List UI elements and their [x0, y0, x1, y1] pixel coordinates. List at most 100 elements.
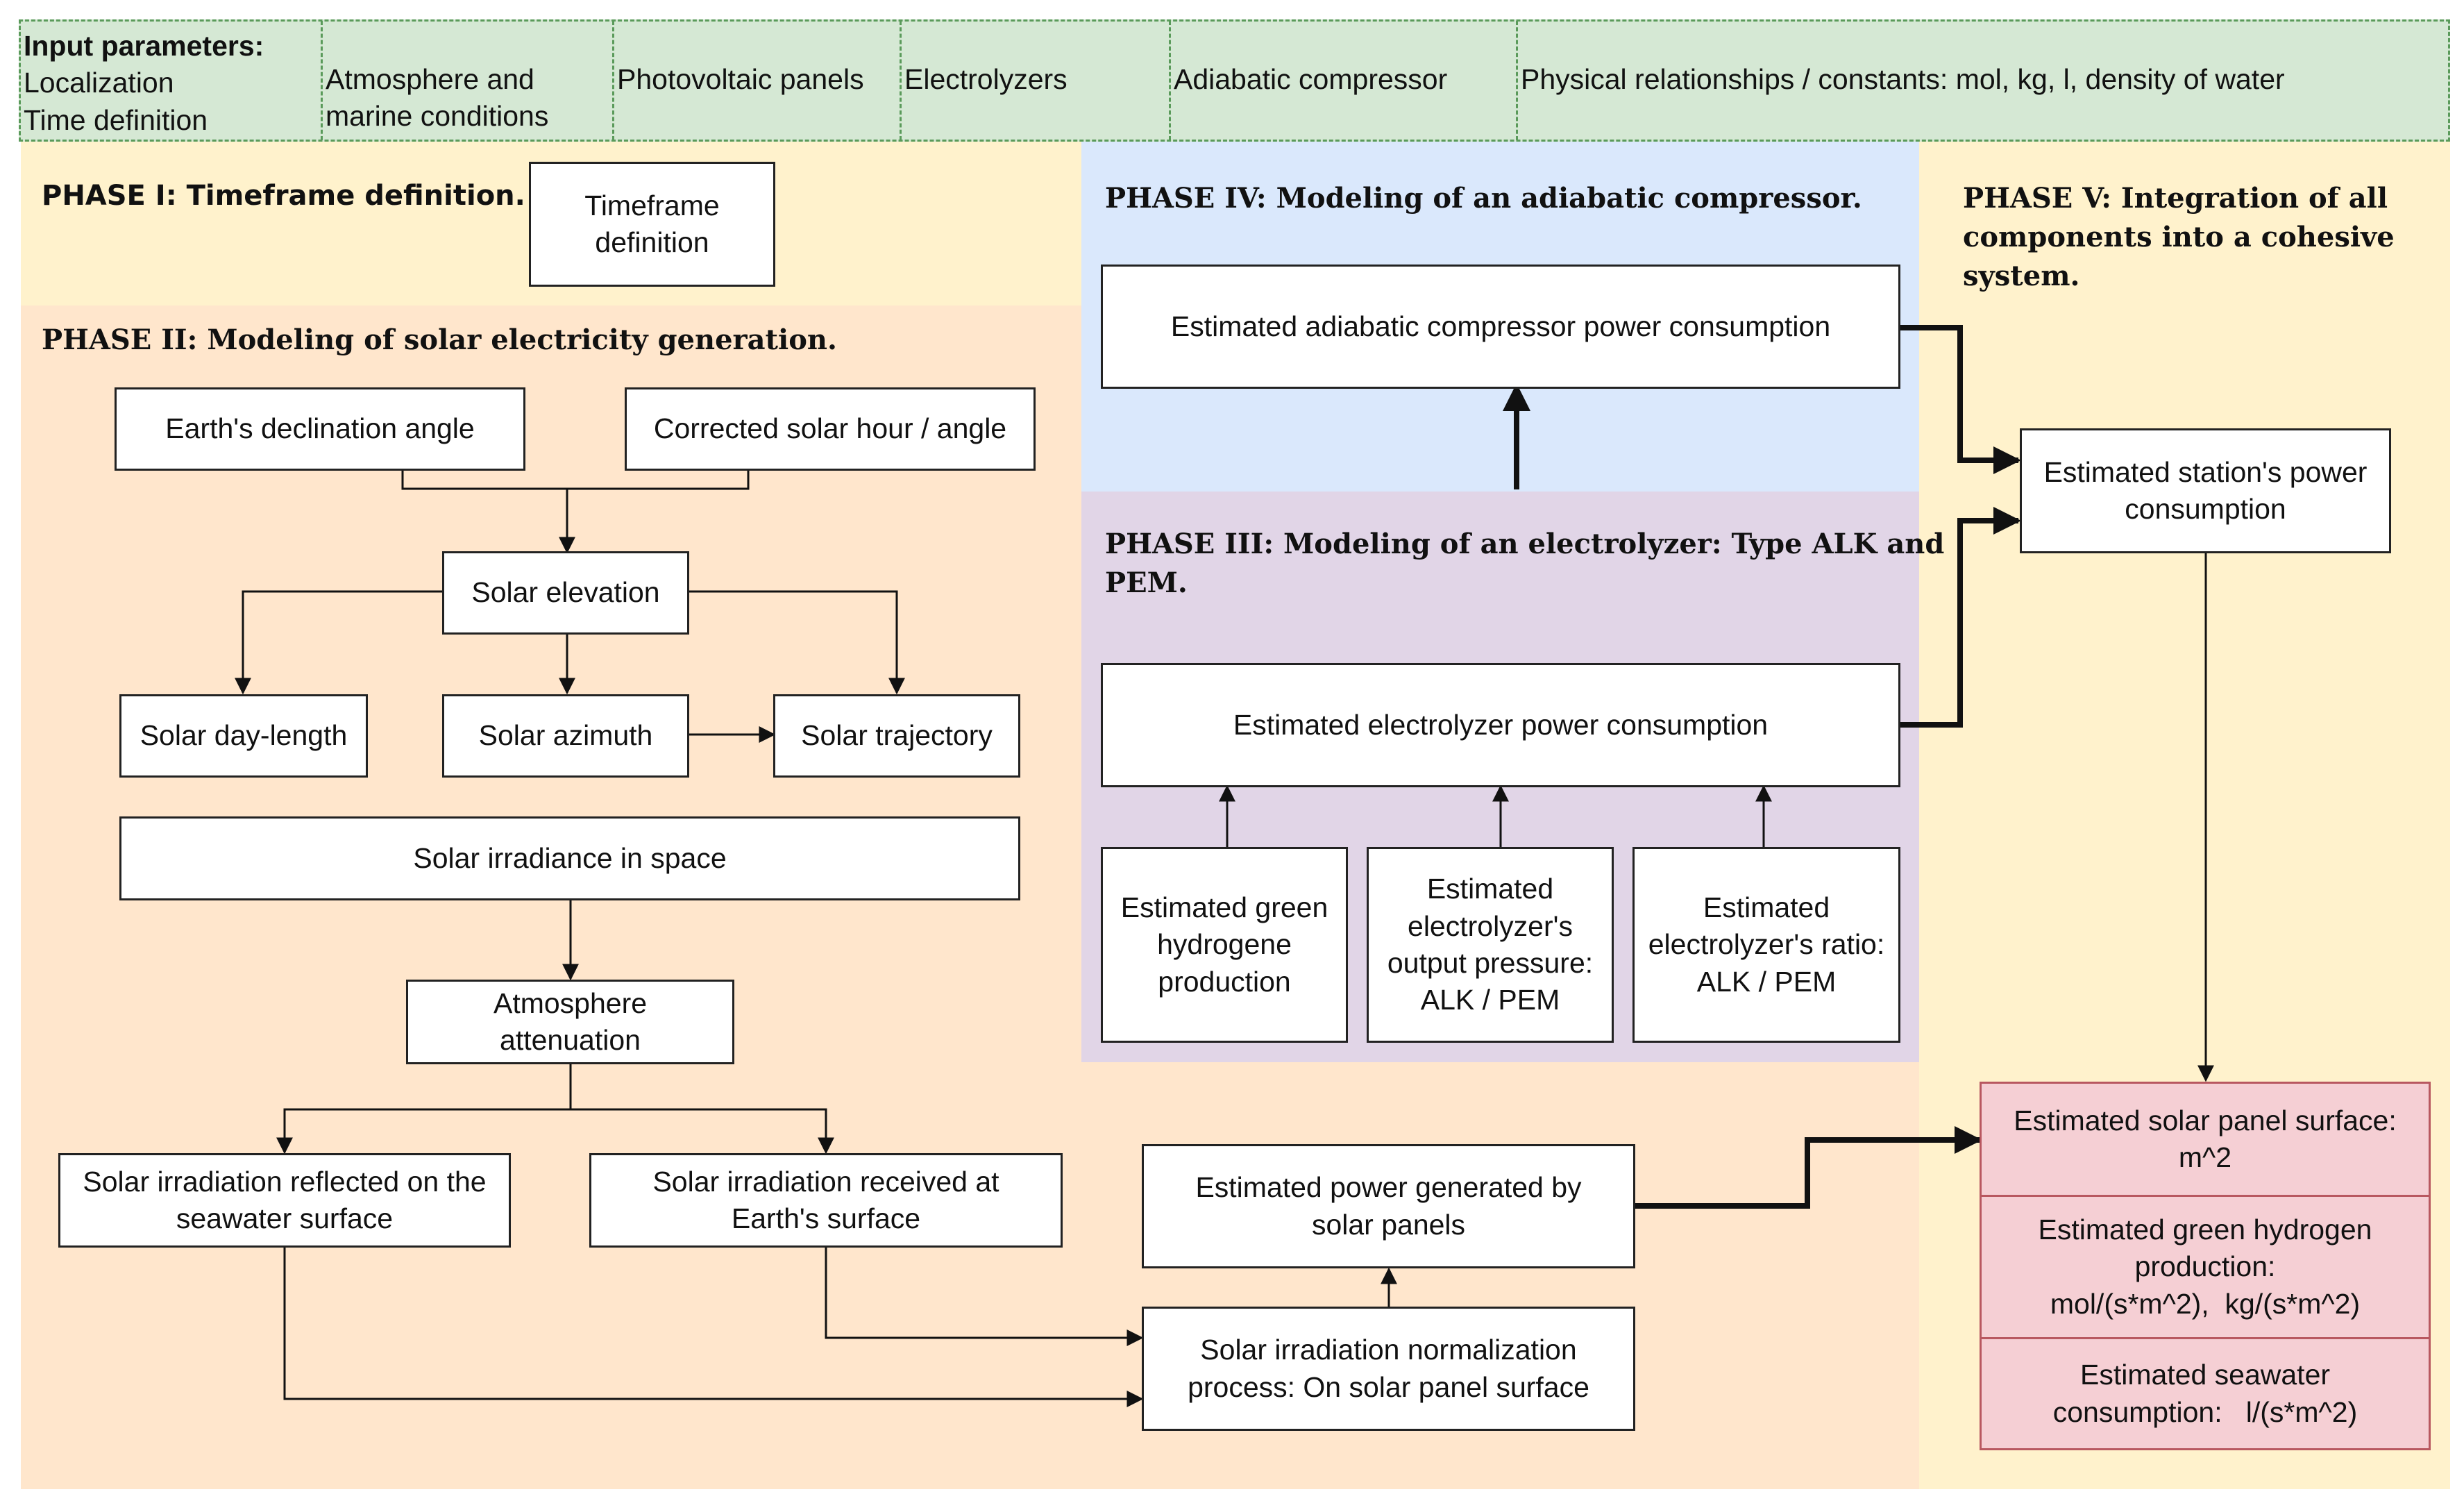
input-col-photovoltaic: Photovoltaic panels [612, 21, 900, 140]
normalization-line1: Solar irradiation normalization [1200, 1334, 1577, 1366]
arrow-received-to-normalization [825, 1247, 1144, 1346]
output-green-hydrogen-box: Estimated green hydrogen production: mol/(… [1980, 1195, 2431, 1339]
seawater-line2: consumption: l/(s*m^2) [2052, 1395, 2358, 1428]
panel-surface-line2: m^2 [2178, 1141, 2232, 1173]
hydrogen-line3: mol/(s*m^2), kg/(s*m^2) [2050, 1287, 2361, 1320]
elevation-text: Solar elevation [471, 576, 660, 609]
phase3-title-line2: PEM. [1105, 567, 1188, 599]
input-physical: Physical relationships / constants: mol,… [1521, 63, 2285, 95]
phase5-title-line3: system. [1963, 260, 2080, 292]
input-electrolyzers: Electrolyzers [904, 63, 1068, 95]
arrow-compressor-to-station [1900, 325, 2021, 474]
arrow-elevation-to-daylength [235, 590, 443, 695]
hydrogen-line2: production: [2134, 1250, 2276, 1283]
input-col-electrolyzers: Electrolyzers [900, 21, 1169, 140]
hydrogen-line1: Estimated green hydrogen [2038, 1214, 2372, 1246]
green-h-line3: production [1158, 965, 1291, 998]
green-h-line2: hydrogene [1157, 928, 1292, 961]
arrow-to-received [571, 1108, 834, 1155]
input-heading: Input parameters: [24, 30, 264, 62]
pressure-line3: output pressure: [1387, 947, 1594, 979]
input-time-definition: Time definition [24, 103, 208, 136]
input-localization: Localization [24, 67, 174, 99]
input-parameters-region [19, 19, 2450, 142]
input-photovoltaic: Photovoltaic panels [617, 63, 864, 95]
compressor-power-box: Estimated adiabatic compressor power con… [1101, 265, 1900, 389]
normalization-line2: process: On solar panel surface [1188, 1370, 1589, 1403]
panel-surface-line1: Estimated solar panel surface: [2014, 1104, 2397, 1136]
connector-atmosphere-split [276, 1064, 572, 1155]
station-line1: Estimated station's power [2043, 455, 2368, 488]
ratio-line3: ALK / PEM [1696, 965, 1837, 998]
input-col-general: Input parameters: Localization Time defi… [21, 21, 321, 140]
green-h-line1: Estimated green [1120, 891, 1328, 924]
phase2-title: PHASE II: Modeling of solar electricity … [42, 324, 837, 356]
pressure-line4: ALK / PEM [1420, 984, 1560, 1016]
phase1-title: PHASE I: Timeframe definition. [42, 180, 525, 212]
atmosphere-line2: attenuation [500, 1024, 641, 1056]
pressure-line2: electrolyzer's [1408, 909, 1573, 942]
solar-day-length-box: Solar day-length [119, 694, 368, 778]
reflected-line2: seawater surface [176, 1202, 394, 1234]
received-line2: Earth's surface [731, 1202, 921, 1234]
timeframe-line2: definition [595, 226, 709, 258]
pressure-line1: Estimated [1426, 873, 1554, 905]
power-generated-box: Estimated power generated by solar panels [1142, 1144, 1635, 1268]
solar-elevation-box: Solar elevation [442, 551, 689, 635]
irradiation-received-box: Solar irradiation received at Earth's sur… [589, 1153, 1063, 1248]
compressor-power-text: Estimated adiabatic compressor power con… [1170, 310, 1831, 342]
phase4-title: PHASE IV: Modeling of an adiabatic compr… [1105, 182, 1862, 215]
phase4-label: PHASE IV: Modeling of an adiabatic compr… [1105, 179, 1862, 218]
input-atmosphere-line1: Atmosphere and [326, 63, 534, 95]
station-power-box: Estimated station's power consumption [2020, 428, 2391, 553]
input-atmosphere-line2: marine conditions [326, 100, 549, 133]
timeframe-definition-box: Timeframe definition [529, 162, 775, 287]
connector-declination-to-elevation [401, 469, 750, 490]
green-hydrogen-box: Estimated green hydrogene production [1101, 847, 1348, 1043]
output-panel-surface-box: Estimated solar panel surface: m^2 [1980, 1082, 2431, 1197]
phase5-title-line1: PHASE V: Integration of all [1963, 182, 2388, 215]
solar-azimuth-box: Solar azimuth [442, 694, 689, 778]
day-length-text: Solar day-length [140, 719, 348, 752]
power-gen-line2: solar panels [1311, 1208, 1466, 1241]
phase3-title-line1: PHASE III: Modeling of an electrolyzer: … [1105, 528, 1945, 560]
phase5-title-line2: components into a cohesive [1963, 221, 2395, 253]
input-compressor: Adiabatic compressor [1174, 63, 1448, 95]
phase1-label: PHASE I: Timeframe definition. [42, 176, 525, 215]
arrow-elevation-to-trajectory [689, 590, 905, 695]
solar-trajectory-box: Solar trajectory [773, 694, 1020, 778]
phase3-label: PHASE III: Modeling of an electrolyzer: … [1105, 525, 1944, 603]
phase2-label: PHASE II: Modeling of solar electricity … [42, 321, 837, 360]
trajectory-text: Solar trajectory [801, 719, 993, 752]
ratio-line2: electrolyzer's ratio: [1648, 928, 1885, 961]
irradiance-space-text: Solar irradiance in space [413, 841, 727, 874]
seawater-line1: Estimated seawater [2079, 1359, 2331, 1391]
timeframe-line1: Timeframe [584, 189, 720, 221]
solar-irradiance-space-box: Solar irradiance in space [119, 816, 1020, 900]
corrected-solar-hour-box: Corrected solar hour / angle [625, 387, 1036, 471]
station-line2: consumption [2125, 493, 2286, 525]
atmosphere-line1: Atmosphere [493, 987, 648, 1019]
arrow-reflected-to-normalization [283, 1247, 1144, 1407]
declination-angle-box: Earth's declination angle [115, 387, 525, 471]
ratio-line1: Estimated [1703, 891, 1830, 924]
output-seawater-box: Estimated seawater consumption: l/(s*m^2) [1980, 1337, 2431, 1450]
azimuth-text: Solar azimuth [478, 719, 653, 752]
received-line1: Solar irradiation received at [652, 1165, 999, 1198]
reflected-line1: Solar irradiation reflected on the [83, 1165, 487, 1198]
power-gen-line1: Estimated power generated by [1195, 1171, 1582, 1204]
output-pressure-box: Estimated electrolyzer's output pressure: A… [1367, 847, 1614, 1043]
input-col-compressor: Adiabatic compressor [1169, 21, 1516, 140]
input-col-atmosphere: Atmosphere and marine conditions [321, 21, 612, 140]
phase5-label: PHASE V: Integration of all components i… [1963, 179, 2395, 296]
irradiation-normalization-box: Solar irradiation normalization process: … [1142, 1307, 1635, 1431]
electrolyzer-ratio-box: Estimated electrolyzer's ratio: ALK / PEM [1632, 847, 1900, 1043]
arrow-electrolyzer-to-station [1900, 507, 2021, 728]
electrolyzer-power-text: Estimated electrolyzer power consumption [1233, 708, 1769, 741]
irradiation-reflected-box: Solar irradiation reflected on the seawat… [58, 1153, 511, 1248]
input-col-physical: Physical relationships / constants: mol,… [1516, 21, 2446, 140]
corrected-hour-text: Corrected solar hour / angle [653, 412, 1007, 445]
electrolyzer-power-box: Estimated electrolyzer power consumption [1101, 663, 1900, 787]
